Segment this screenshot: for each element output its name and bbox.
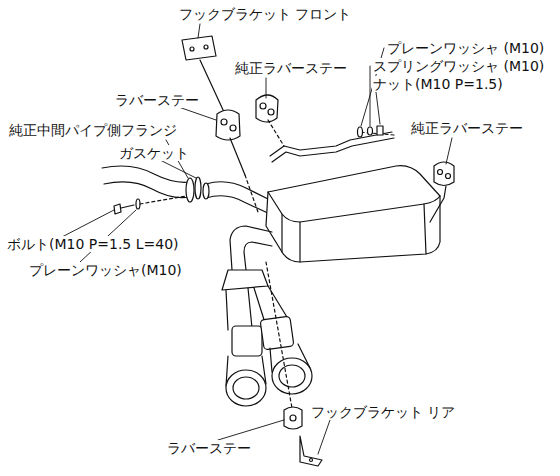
part-label: プレーンワッシャ(M10): [28, 262, 183, 278]
part-label: 純正ラバーステー: [410, 120, 524, 136]
outlet-pipe: [222, 226, 294, 356]
genuine-rubber-stay: [256, 95, 284, 146]
mid-pipe: [102, 166, 194, 202]
gasket: [195, 177, 201, 199]
rubber-stay: [216, 110, 258, 212]
part-label: ラバーステー: [114, 92, 200, 108]
part-label: プレーンワッシャ (M10): [386, 40, 545, 56]
genuine-rubber-stay-right: [434, 162, 454, 186]
muffler: [266, 166, 446, 262]
part-label: ボルト(M10 P=1.5 L=40): [6, 236, 180, 252]
part-label: 純正ラバーステー: [234, 60, 348, 76]
washer-nut: [358, 126, 395, 137]
part-label: ナット(M10 P=1.5): [372, 76, 504, 92]
bolt: [114, 196, 186, 214]
part-label: スプリングワッシャ (M10): [372, 58, 545, 74]
tail-tips: [226, 344, 312, 406]
rear-bracket: [266, 262, 322, 466]
part-label: ラバーステー: [166, 440, 252, 456]
part-label: ガスケット: [118, 145, 190, 161]
part-label: 純正中間パイプ側フランジ: [8, 122, 178, 138]
part-label: フックブラケット フロント: [178, 6, 352, 22]
part-label: フックブラケット リア: [310, 404, 456, 420]
